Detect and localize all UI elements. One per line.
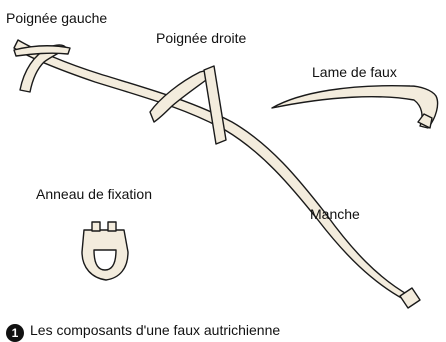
right-handle-post xyxy=(204,66,226,144)
ring-bolt-left xyxy=(92,222,100,231)
label-blade: Lame de faux xyxy=(312,64,397,80)
ring-bolt-right xyxy=(108,222,116,231)
caption-number-badge: 1 xyxy=(6,324,24,342)
label-shaft: Manche xyxy=(310,206,360,222)
shaft-end-cap xyxy=(400,288,420,308)
label-right-handle: Poignée droite xyxy=(156,30,246,46)
blade-drawing xyxy=(272,86,438,128)
label-ring: Anneau de fixation xyxy=(36,186,152,202)
label-left-handle: Poignée gauche xyxy=(6,10,107,26)
ring-hole xyxy=(94,250,116,270)
